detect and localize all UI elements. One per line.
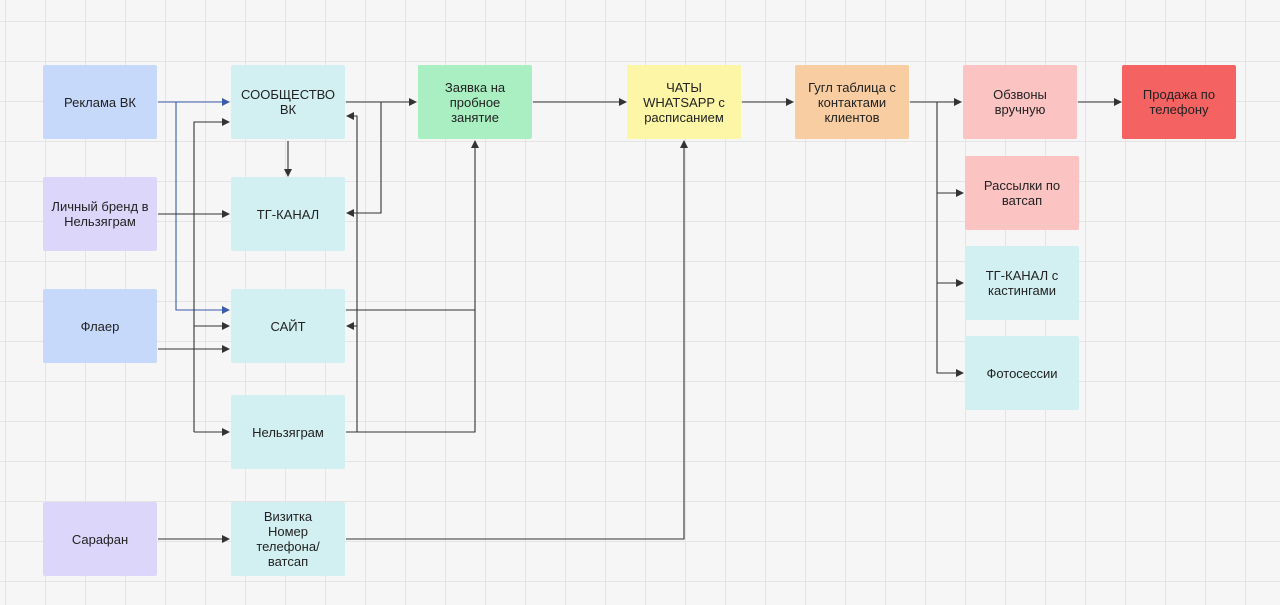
node-sarafan[interactable]: Сарафан <box>43 502 157 576</box>
edge-lichny-to-soobshchestvo <box>193 118 230 432</box>
node-lichny-brend[interactable]: Личный бренд в Нельзяграм <box>43 177 157 251</box>
node-tg-kastingi[interactable]: ТГ-КАНАЛ с кастингами <box>965 246 1079 320</box>
node-obzvony[interactable]: Обзвоны вручную <box>963 65 1077 139</box>
node-nelzyagram[interactable]: Нельзяграм <box>231 395 345 469</box>
node-gugl-tablica[interactable]: Гугл таблица с контактами клиентов <box>795 65 909 139</box>
node-rassylki[interactable]: Рассылки по ватсап <box>965 156 1079 230</box>
node-sait[interactable]: САЙТ <box>231 289 345 363</box>
node-vizitka[interactable]: Визитка Номер телефона/ ватсап <box>231 502 345 576</box>
node-tg-kanal[interactable]: ТГ-КАНАЛ <box>231 177 345 251</box>
edge-loop-nelzyagram-to-soobshchestvo <box>346 112 358 433</box>
edge-gugl-to-tg-kastingi <box>936 193 964 287</box>
edge-vizitka-to-chaty <box>346 140 688 540</box>
node-chaty[interactable]: ЧАТЫ WHATSAPP с расписанием <box>627 65 741 139</box>
edge-gugl-to-fotosessii <box>936 283 964 377</box>
edge-gugl-to-rassylki <box>936 102 964 197</box>
node-zayavka[interactable]: Заявка на пробное занятие <box>418 65 532 139</box>
edge-nelzyagram-to-zayavka <box>357 140 479 433</box>
node-prodazha[interactable]: Продажа по телефону <box>1122 65 1236 139</box>
node-soobshchestvo-vk[interactable]: СООБЩЕСТВО ВК <box>231 65 345 139</box>
edge-loop-to-tg <box>346 102 382 217</box>
node-reklama-vk[interactable]: Реклама ВК <box>43 65 157 139</box>
edge-reklama-to-sait <box>175 102 230 314</box>
node-flaer[interactable]: Флаер <box>43 289 157 363</box>
node-fotosessii[interactable]: Фотосессии <box>965 336 1079 410</box>
